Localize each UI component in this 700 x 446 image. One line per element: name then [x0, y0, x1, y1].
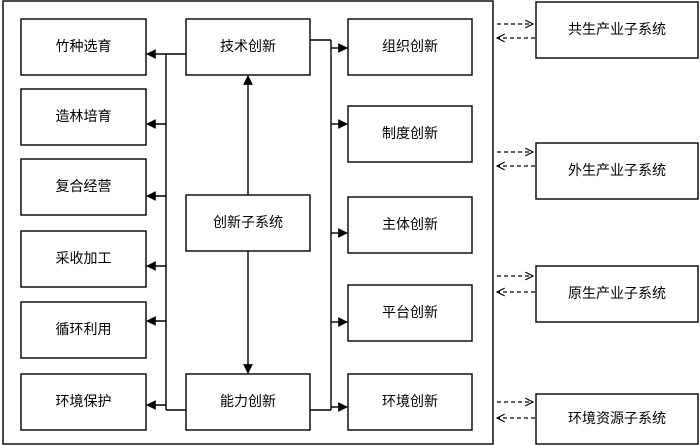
left-box-label: 采收加工	[56, 251, 112, 267]
outer-box-symbiotic-industry: 共生产业子系统	[535, 1, 699, 59]
outer-box-label: 外生产业子系统	[568, 163, 666, 179]
left-box-label: 竹种选育	[56, 39, 112, 55]
right-box-label: 主体创新	[382, 217, 438, 233]
outer-box-label: 原生产业子系统	[568, 286, 666, 302]
dashed-link-native	[497, 276, 535, 292]
right-box-platform-innovation: 平台创新	[347, 284, 473, 342]
right-box-subject-innovation: 主体创新	[347, 196, 473, 254]
right-box-label: 制度创新	[382, 126, 438, 142]
center-box-capability-innovation: 能力创新	[185, 373, 311, 431]
right-box-organization-innovation: 组织创新	[347, 18, 473, 76]
right-box-label: 平台创新	[382, 305, 438, 321]
outer-box-exogenous-industry: 外生产业子系统	[535, 142, 699, 200]
dashed-link-environment	[497, 402, 535, 418]
outer-box-native-industry: 原生产业子系统	[535, 265, 699, 323]
left-box-afforestation: 造林培育	[20, 88, 147, 146]
left-box-label: 复合经营	[56, 178, 112, 195]
dashed-link-exogenous	[497, 152, 535, 166]
left-box-harvest-processing: 采收加工	[20, 230, 147, 288]
center-box-label: 能力创新	[220, 394, 276, 410]
left-box-label: 环境保护	[56, 394, 112, 410]
outer-box-label: 共生产业子系统	[568, 22, 666, 38]
center-box-innovation-subsystem: 创新子系统	[185, 194, 311, 252]
left-box-compound-management: 复合经营	[20, 158, 147, 216]
center-box-label: 创新子系统	[213, 215, 283, 231]
center-box-label: 技术创新	[220, 39, 276, 55]
left-box-label: 循环利用	[56, 322, 112, 338]
dashed-link-symbiotic	[497, 24, 535, 38]
left-box-bamboo-breeding: 竹种选育	[20, 18, 147, 76]
outer-box-environment-resource: 环境资源子系统	[535, 393, 699, 445]
left-box-recycling: 循环利用	[20, 301, 147, 359]
right-box-label: 环境创新	[382, 394, 438, 410]
right-box-institution-innovation: 制度创新	[347, 105, 473, 163]
center-box-tech-innovation: 技术创新	[185, 18, 311, 76]
right-box-label: 组织创新	[382, 39, 438, 55]
outer-box-label: 环境资源子系统	[568, 411, 666, 427]
innovation-system-frame	[2, 0, 494, 445]
left-box-environment-protection: 环境保护	[20, 373, 147, 431]
left-box-label: 造林培育	[56, 109, 112, 125]
right-box-environment-innovation: 环境创新	[347, 373, 473, 431]
